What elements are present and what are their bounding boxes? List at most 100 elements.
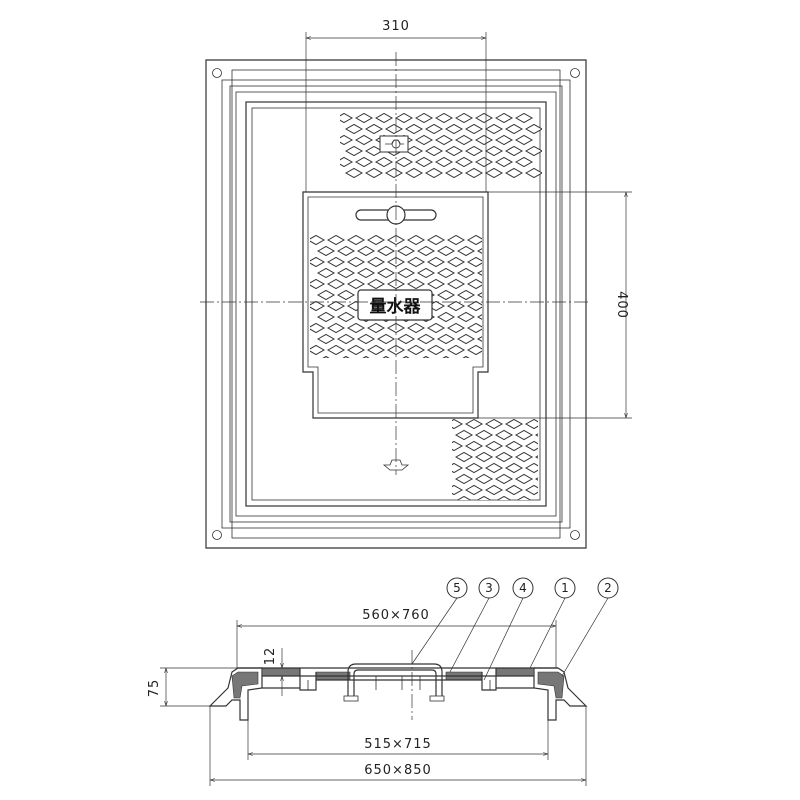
diamond-cutout: [316, 245, 336, 257]
diamond-cutout: [524, 462, 538, 474]
diamond-cutout: [326, 322, 346, 334]
diamond-cutout: [406, 256, 426, 268]
diamond-cutout: [442, 355, 450, 358]
diamond-cutout: [436, 311, 456, 323]
diamond-cutout: [484, 440, 504, 452]
diamond-cutout: [484, 123, 504, 135]
diamond-cutout: [494, 156, 514, 168]
section-handle: [347, 663, 443, 696]
diamond-cutout: [504, 167, 524, 179]
diamond-cutout: [464, 462, 484, 474]
diamond-cutout: [344, 123, 364, 135]
hatch-cover-right: [495, 667, 535, 677]
diamond-cutout: [446, 322, 466, 334]
diamond-cutout: [316, 311, 336, 323]
section-left-frame: [208, 667, 263, 721]
diamond-cutout: [366, 344, 386, 356]
diamond-cutout: [374, 112, 394, 124]
diamond-cutout: [336, 245, 356, 257]
diamond-cutout: [316, 289, 336, 301]
diamond-cutout: [504, 145, 524, 157]
callout-1-label: 1: [561, 581, 569, 595]
diamond-cutout: [396, 245, 416, 257]
diamond-cutout: [376, 267, 396, 279]
diamond-cutout: [474, 473, 494, 485]
diamond-cutout: [344, 167, 364, 179]
diamond-cutout: [454, 112, 474, 124]
bottom-diamond-pattern: [452, 418, 538, 500]
callout-5-label: 5: [453, 581, 461, 595]
top-lock-key: [379, 135, 409, 153]
diamond-cutout: [434, 112, 454, 124]
diamond-cutout: [404, 167, 424, 179]
diamond-cutout: [424, 123, 444, 135]
diamond-cutout: [466, 234, 482, 246]
diamond-cutout: [494, 112, 514, 124]
diamond-cutout: [456, 495, 472, 500]
callout-1: 1: [529, 577, 576, 669]
diamond-cutout: [326, 344, 346, 356]
diamond-cutout: [366, 322, 386, 334]
diamond-cutout: [344, 145, 364, 157]
diamond-cutout: [424, 145, 444, 157]
diamond-cutout: [310, 322, 326, 334]
diamond-cutout: [454, 429, 474, 441]
diamond-cutout: [456, 333, 476, 345]
diamond-cutout: [452, 484, 464, 496]
diamond-cutout: [504, 418, 524, 430]
dimension-400-label: 400: [614, 291, 629, 319]
diamond-cutout: [326, 234, 346, 246]
diamond-cutout: [456, 311, 476, 323]
diamond-cutout: [394, 112, 414, 124]
diamond-cutout: [514, 429, 534, 441]
diamond-cutout: [436, 245, 456, 257]
diamond-cutout: [404, 145, 424, 157]
plan-view: 量水器 310 400: [200, 19, 632, 549]
diamond-cutout: [484, 167, 504, 179]
diamond-cutout: [444, 145, 464, 157]
diamond-cutout: [426, 256, 446, 268]
diamond-cutout: [446, 256, 466, 268]
diamond-cutout: [346, 344, 366, 356]
diamond-cutout: [494, 473, 514, 485]
callout-3: 3: [449, 577, 500, 673]
section-view: 560×760 12 75 515×715 650×850: [147, 577, 619, 786]
section-inner-marks: [307, 676, 491, 690]
diamond-cutout: [464, 440, 484, 452]
hatch-cover-left: [261, 667, 301, 677]
diamond-cutout: [534, 455, 538, 459]
diamond-cutout: [366, 234, 386, 246]
callout-2-label: 2: [604, 581, 612, 595]
diamond-cutout: [504, 440, 524, 452]
diamond-cutout: [346, 322, 366, 334]
diamond-cutout: [516, 495, 532, 500]
diamond-cutout: [342, 355, 350, 358]
diamond-cutout: [346, 234, 366, 246]
diamond-cutout: [514, 451, 534, 463]
diamond-cutout: [452, 418, 464, 430]
diamond-cutout: [384, 167, 404, 179]
diamond-cutout: [416, 267, 436, 279]
diamond-cutout: [444, 167, 464, 179]
diamond-cutout: [452, 440, 464, 452]
diamond-cutout: [466, 322, 482, 334]
handle-foot-left: [343, 695, 359, 702]
diamond-cutout: [476, 248, 482, 254]
outer-frame: [205, 59, 587, 549]
diamond-cutout: [474, 112, 494, 124]
diamond-cutout: [414, 156, 434, 168]
diamond-cutout: [424, 167, 444, 179]
diamond-cutout: [384, 123, 404, 135]
diamond-cutout: [382, 355, 390, 358]
dimension-560x760-label: 560×760: [362, 608, 430, 623]
diamond-cutout: [416, 245, 436, 257]
bottom-lock-key: [382, 459, 410, 471]
diamond-cutout: [374, 156, 394, 168]
diamond-cutout: [340, 134, 354, 146]
diamond-cutout: [454, 451, 474, 463]
dimension-310: 310: [305, 19, 487, 192]
diamond-cutout: [478, 357, 494, 366]
diamond-cutout: [376, 333, 396, 345]
diamond-cutout: [454, 156, 474, 168]
callout-5: 5: [411, 577, 468, 665]
